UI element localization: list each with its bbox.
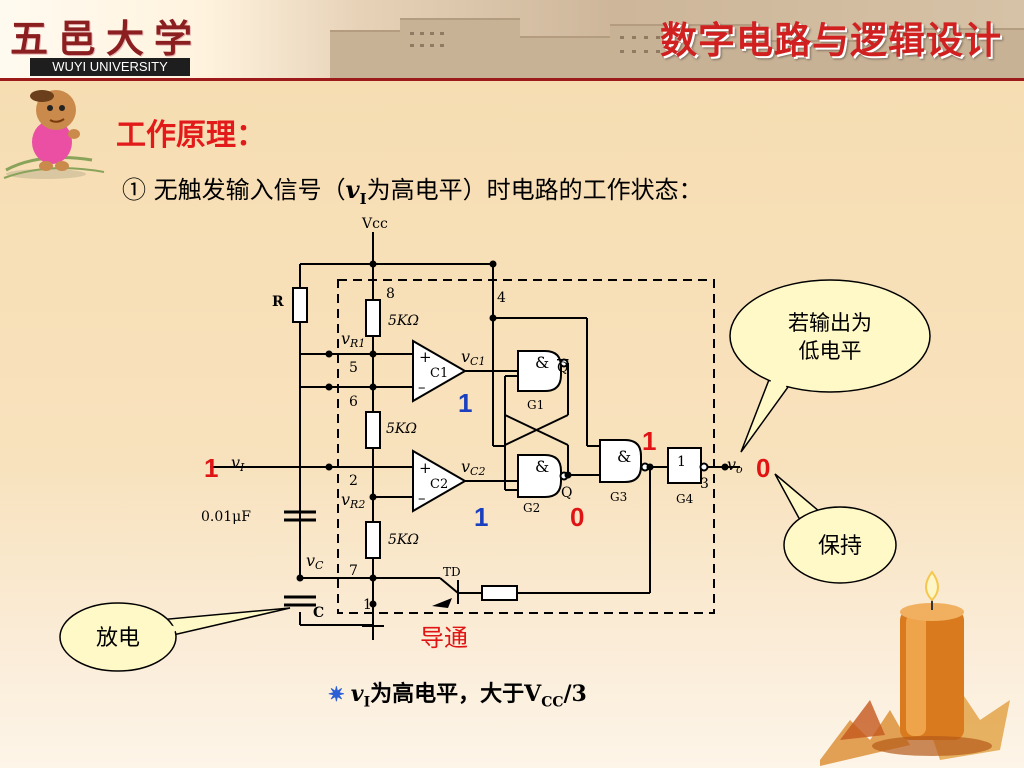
g1-label: G1: [527, 398, 544, 412]
vr2-label: vR2: [341, 490, 365, 511]
comparators: [412, 339, 468, 513]
state-vi: 1: [204, 453, 218, 483]
vo-label: vo: [727, 455, 743, 476]
cap-c-label: C: [313, 605, 324, 621]
course-title: 数字电路与逻辑设计: [660, 19, 1002, 62]
callout-hold: 保持: [774, 473, 897, 584]
vi-label: vI: [231, 453, 245, 474]
callout-low-output-line2: 低电平: [799, 339, 862, 363]
vc-label: vC: [306, 551, 324, 572]
g3-label: G3: [610, 490, 627, 504]
header-banner: 五邑大学 WUYI UNIVERSITY 数字电路与逻辑设计: [0, 0, 1024, 78]
callout-discharge: 放电: [59, 602, 291, 672]
vc2-label: vC2: [461, 457, 485, 478]
capacitors: [284, 510, 316, 607]
pin-5-label: 5: [349, 360, 358, 376]
subtitle-prefix: ① 无触发输入信号（: [122, 176, 346, 204]
q-bar-label: Q: [557, 360, 568, 376]
cap-value-label: 0.01μF: [201, 509, 251, 525]
comp2-label: C2: [430, 477, 448, 492]
pin-7-label: 7: [349, 563, 358, 579]
g1-and-symbol: &: [535, 353, 549, 372]
discharge-on-label: 导通: [420, 624, 468, 652]
res-2-label: 5KΩ: [386, 421, 417, 437]
g4-label: G4: [676, 492, 694, 506]
callout-low-output: 若输出为 低电平: [729, 279, 931, 453]
subtitle-variable: v: [345, 175, 360, 204]
pin-2-label: 2: [349, 473, 358, 489]
note-subscript: I: [363, 694, 371, 711]
university-logo: 五邑大学 WUYI UNIVERSITY: [6, 6, 221, 76]
bottom-note: ✷vI为高电平，大于VCC/3: [328, 676, 587, 710]
discharge-transistor: [432, 580, 478, 608]
state-comp1: 1: [458, 388, 472, 418]
comp2-minus-label: –: [418, 489, 426, 507]
g2-and-symbol: &: [535, 457, 549, 476]
circuit-labels: Vcc R 8 4 5KΩ 5KΩ 5KΩ vR1 5 6 2 vR2 7 1 …: [201, 216, 743, 621]
pin-3-label: 3: [700, 476, 709, 492]
callout-discharge-text: 放电: [96, 626, 140, 651]
note-subscript-cc: CC: [541, 694, 564, 711]
state-vo: 0: [756, 453, 770, 483]
vr1-label: vR1: [341, 329, 365, 350]
res-1-label: 5KΩ: [388, 313, 419, 329]
header-divider: [0, 78, 1024, 81]
state-g3: 1: [642, 426, 656, 456]
logo-english-text: WUYI UNIVERSITY: [30, 58, 190, 76]
comp1-label: C1: [430, 366, 448, 381]
pin-6-label: 6: [349, 394, 358, 410]
q-label: Q: [561, 485, 572, 501]
comp1-minus-label: –: [418, 378, 426, 396]
pin-1-label: 1: [363, 597, 372, 613]
vc1-label: vC1: [461, 347, 485, 368]
g3-and-symbol: &: [617, 447, 631, 466]
note-text: 为高电平，大于V: [370, 681, 542, 707]
junction-dots: [296, 260, 729, 608]
slide-subtitle: ① 无触发输入信号（vI为高电平）时电路的工作状态：: [122, 170, 703, 208]
candle-decoration-icon: [820, 570, 1010, 766]
res-3-label: 5KΩ: [388, 532, 419, 548]
comp1-plus-label: +: [419, 348, 432, 366]
subtitle-suffix: 为高电平）时电路的工作状态：: [366, 176, 703, 204]
comp2-plus-label: +: [419, 459, 432, 477]
vcc-label: Vcc: [361, 216, 388, 232]
callout-hold-text: 保持: [818, 534, 862, 559]
logic-state-labels: 1 1 1 1 0 0: [204, 388, 770, 532]
state-comp2: 1: [474, 502, 488, 532]
note-tail: /3: [563, 681, 587, 707]
pin-8-label: 8: [386, 286, 395, 302]
section-title: 工作原理：: [116, 118, 266, 153]
r-label: R: [272, 294, 284, 310]
td-label: TD: [443, 565, 461, 579]
resistors: [292, 287, 518, 601]
star-bullet-icon: ✷: [328, 682, 345, 706]
wires: [210, 232, 740, 640]
subtitle-subscript: I: [359, 189, 367, 208]
logo-chinese-text: 五邑大学: [10, 16, 203, 61]
state-q: 0: [570, 502, 584, 532]
callout-low-output-line1: 若输出为: [788, 311, 872, 335]
g2-label: G2: [523, 501, 540, 515]
g4-symbol: 1: [677, 454, 686, 470]
pin-4-label: 4: [497, 290, 506, 306]
note-variable: v: [350, 681, 364, 707]
cartoon-character-icon: [3, 90, 105, 179]
package-outline: [337, 279, 715, 614]
